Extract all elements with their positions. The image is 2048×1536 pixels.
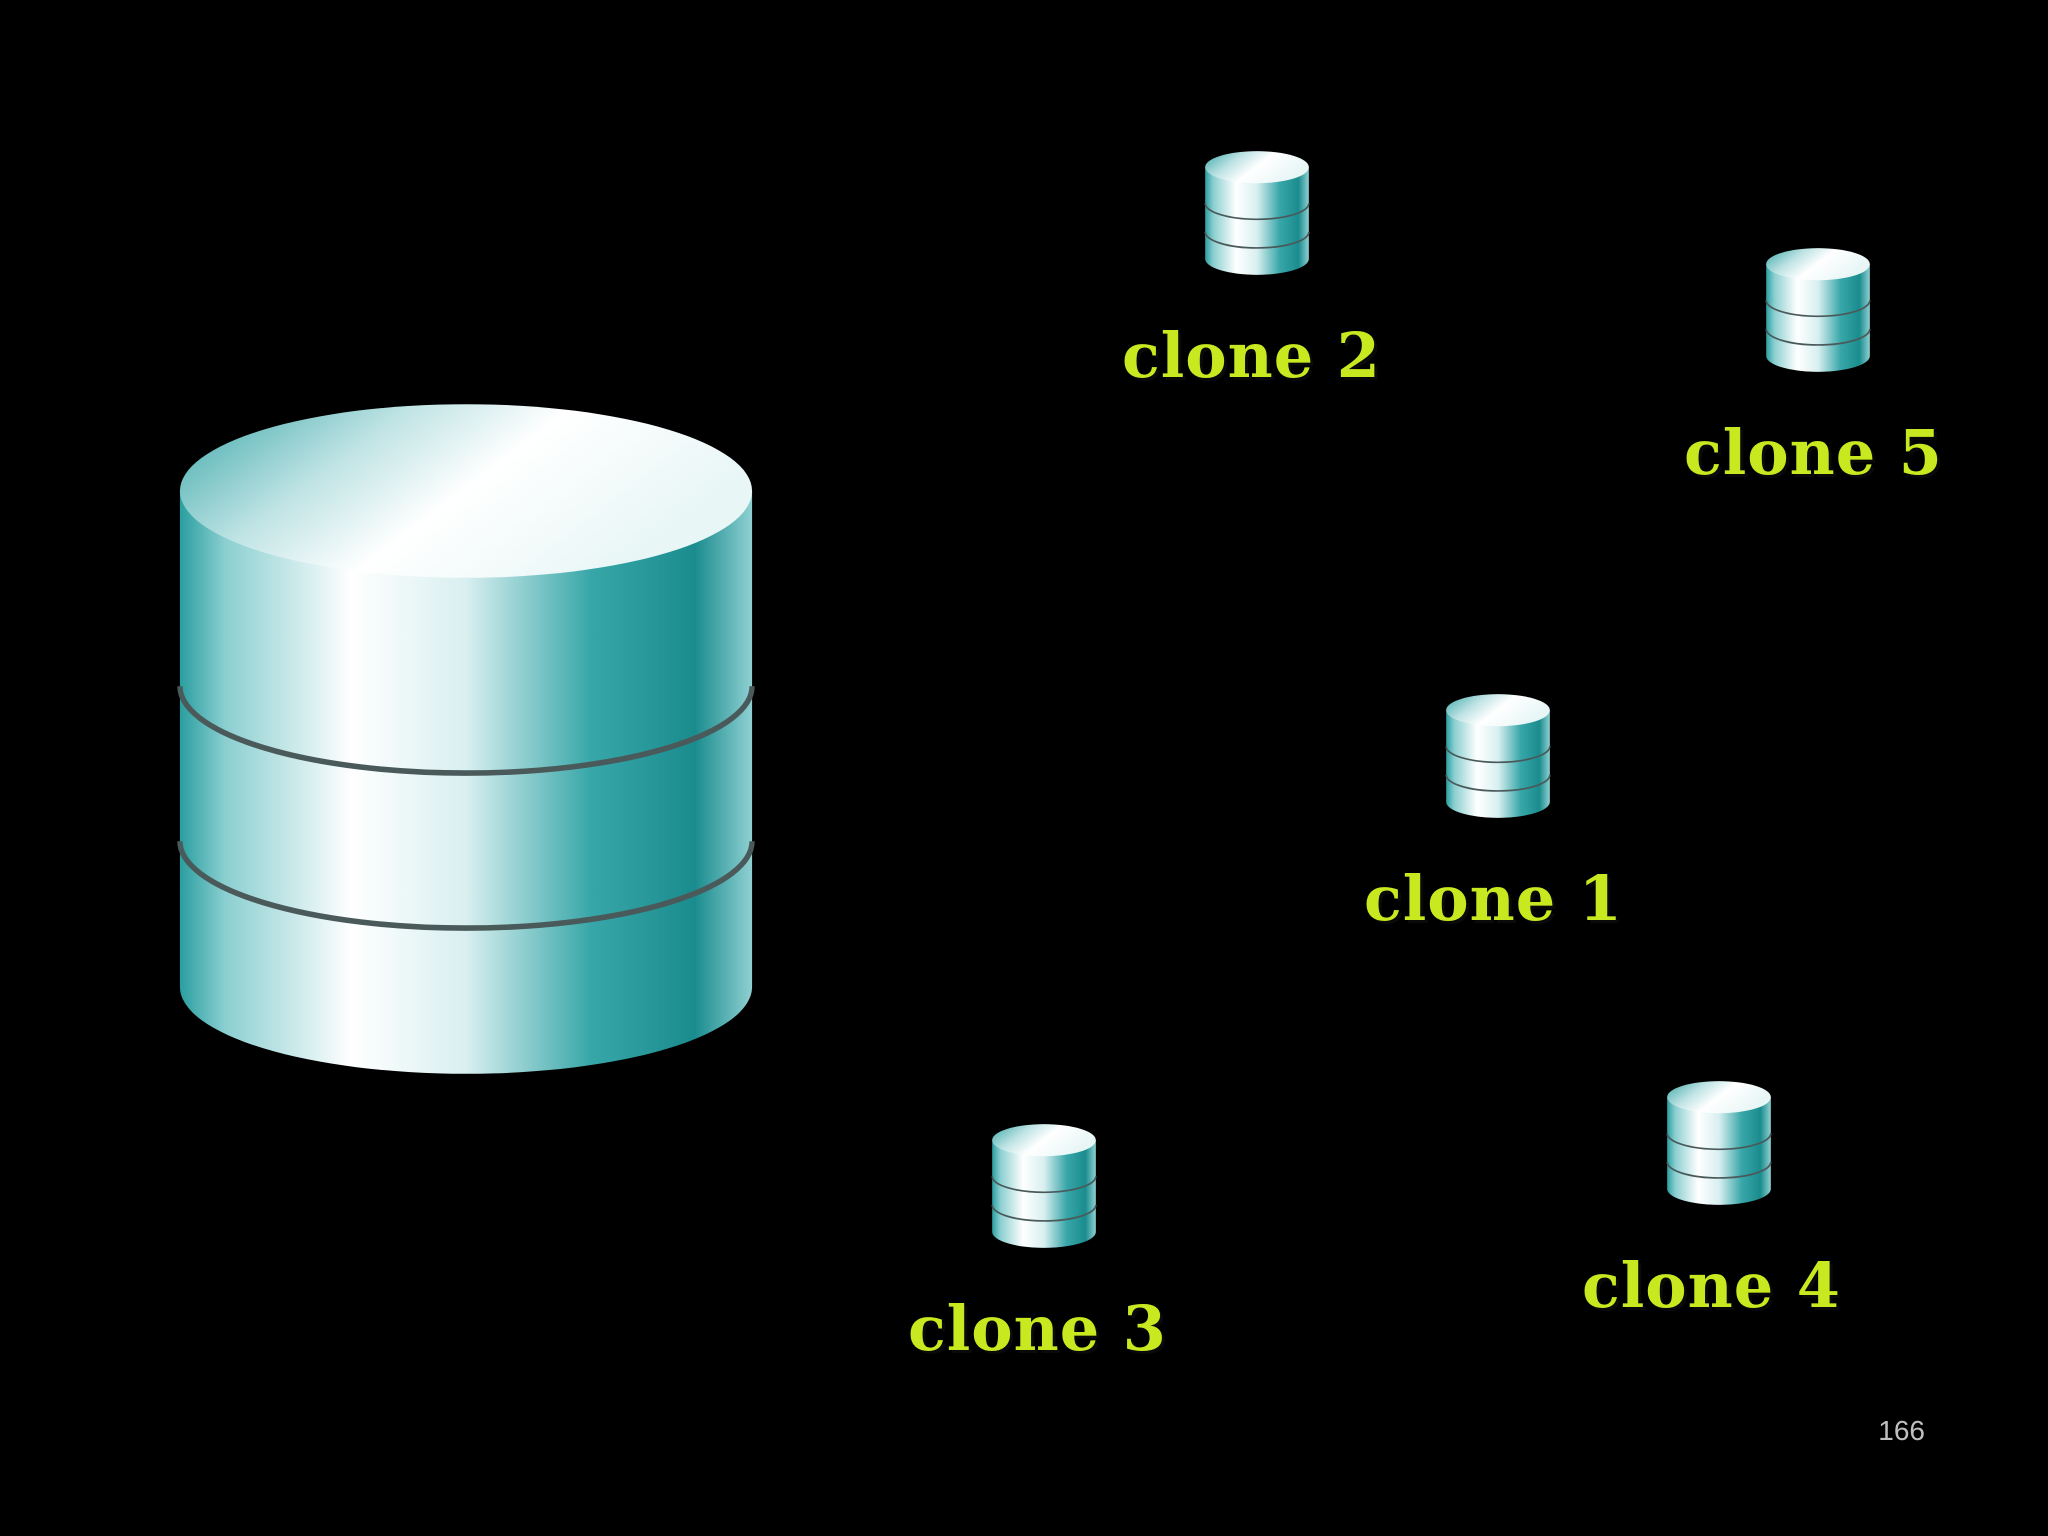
clone-3-database-icon (990, 1123, 1098, 1249)
page-number: 166 (1878, 1415, 1925, 1446)
clone-2-label: clone 2 (1122, 319, 1381, 392)
clone-4-database-icon (1665, 1080, 1773, 1206)
clone-5-database-icon (1764, 247, 1872, 373)
clone-5-label: clone 5 (1684, 416, 1943, 489)
clone-2-database-icon (1203, 150, 1311, 276)
clone-4-label: clone 4 (1582, 1249, 1841, 1322)
master-database-icon (168, 398, 764, 1080)
clone-1-database-icon (1444, 693, 1552, 819)
clone-1-label: clone 1 (1364, 862, 1623, 935)
clone-3-label: clone 3 (908, 1292, 1167, 1365)
